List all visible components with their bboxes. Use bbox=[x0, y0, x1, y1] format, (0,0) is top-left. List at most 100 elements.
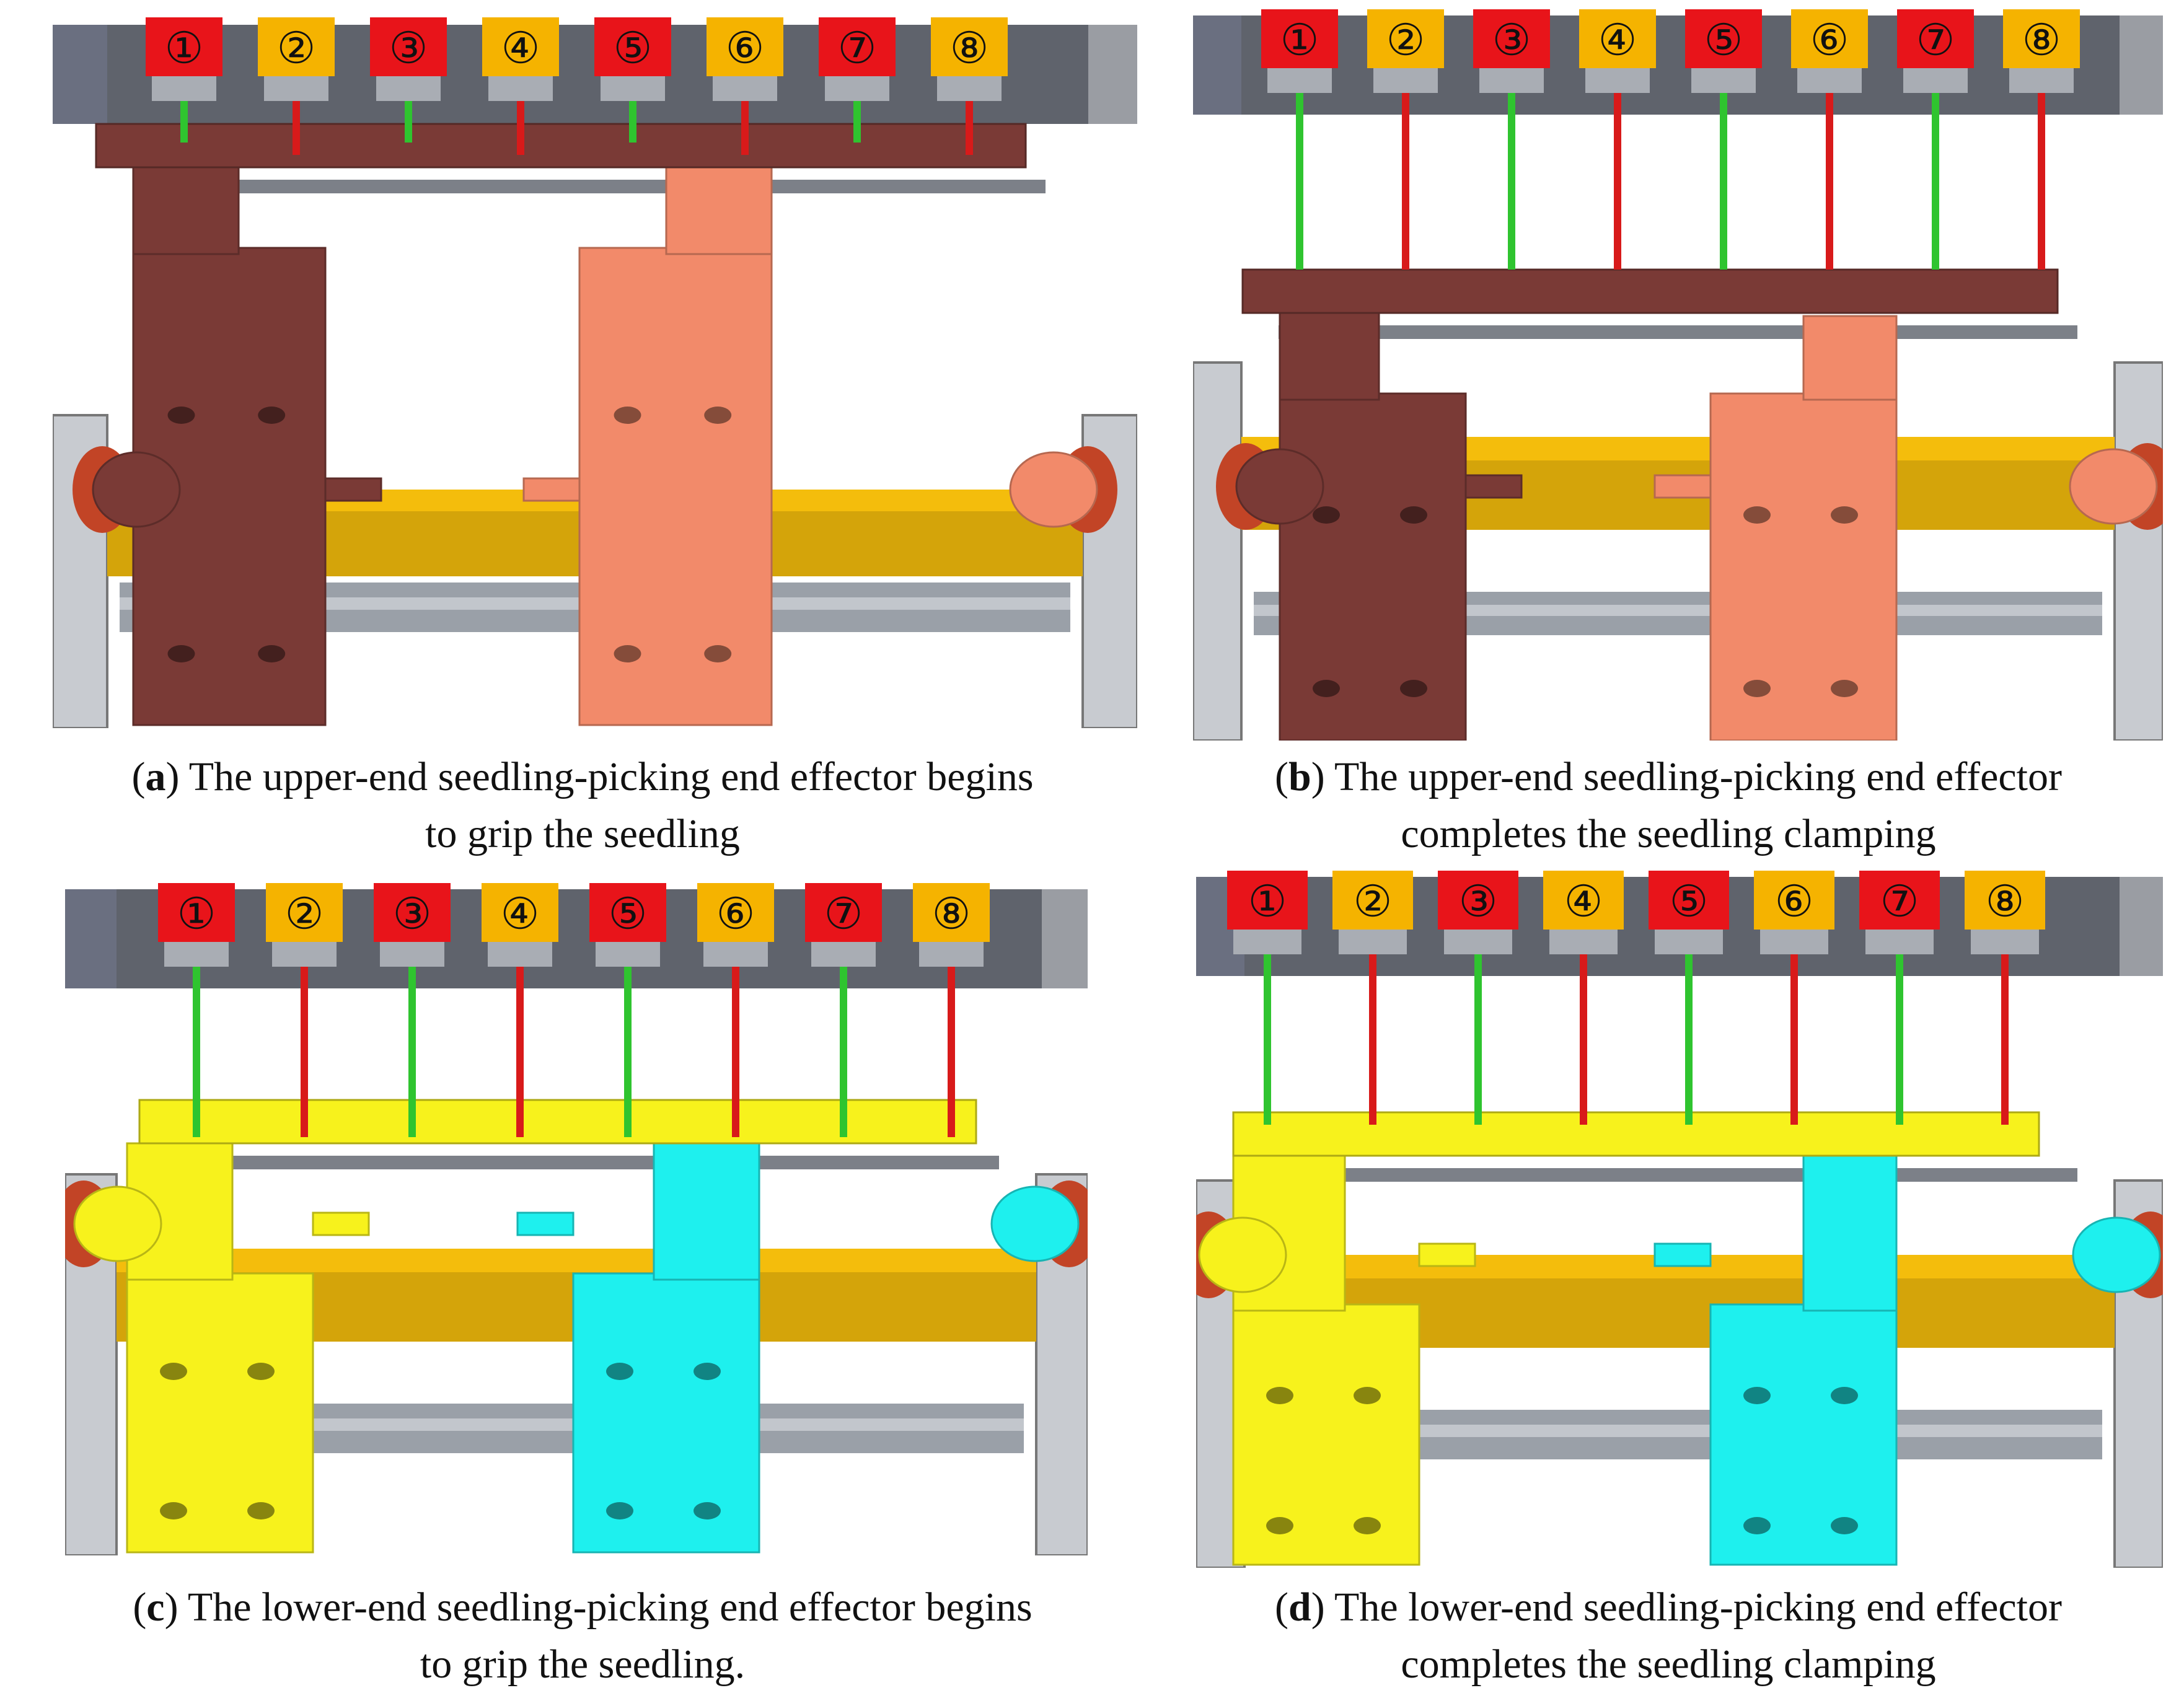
right-mount-hole bbox=[606, 1502, 633, 1519]
box-clip-4 bbox=[488, 76, 553, 101]
left-mount-hole bbox=[1400, 680, 1427, 697]
position-box-7 bbox=[1897, 9, 1974, 68]
seedling-rod-6 bbox=[1826, 68, 1833, 270]
position-label-3: ③ bbox=[393, 889, 432, 939]
right-mount-hole bbox=[1743, 680, 1771, 697]
box-clip-2 bbox=[1373, 68, 1438, 93]
position-box-4 bbox=[482, 883, 558, 942]
position-box-2 bbox=[1332, 871, 1413, 930]
right-mount-hole bbox=[1743, 1387, 1771, 1404]
cross-bar bbox=[95, 123, 1027, 169]
left-gripper-finger bbox=[312, 1211, 370, 1236]
box-clip-1 bbox=[164, 942, 229, 967]
position-label-8: ⑧ bbox=[932, 889, 971, 939]
left-end-cap bbox=[53, 25, 107, 124]
seedling-rod-4 bbox=[516, 942, 524, 1137]
seedling-rod-7 bbox=[1932, 68, 1939, 270]
right-mount-hole bbox=[1743, 1517, 1771, 1534]
position-box-1 bbox=[1227, 871, 1308, 930]
position-label-4: ④ bbox=[1564, 876, 1603, 927]
left-gripper-finger bbox=[1418, 1242, 1476, 1267]
box-clip-1 bbox=[1267, 68, 1332, 93]
right-wheel bbox=[2113, 361, 2163, 741]
left-end-cap bbox=[65, 889, 117, 988]
caption-c-line2: to grip the seedling. bbox=[420, 1642, 746, 1687]
right-gripper-knob bbox=[2072, 1216, 2161, 1293]
box-clip-2 bbox=[272, 942, 337, 967]
position-box-2 bbox=[266, 883, 343, 942]
position-label-7: ⑦ bbox=[824, 889, 863, 939]
right-mount-hole bbox=[694, 1502, 721, 1519]
box-clip-3 bbox=[1444, 930, 1512, 954]
box-clip-3 bbox=[1479, 68, 1544, 93]
seedling-rod-3 bbox=[1508, 68, 1515, 270]
box-clip-7 bbox=[825, 76, 889, 101]
left-mount-hole bbox=[1354, 1387, 1381, 1404]
box-clip-8 bbox=[1971, 930, 2039, 954]
left-gripper-knob bbox=[1235, 448, 1324, 525]
position-box-1 bbox=[158, 883, 235, 942]
left-mount-hole bbox=[160, 1363, 187, 1380]
left-mount-hole bbox=[247, 1502, 275, 1519]
right-gripper-knob bbox=[2069, 448, 2158, 525]
position-label-5: ⑤ bbox=[1704, 15, 1743, 66]
right-effector-arm bbox=[665, 151, 773, 255]
left-effector-arm bbox=[1279, 312, 1380, 401]
caption-b-line2: completes the seedling clamping bbox=[1401, 811, 1936, 856]
right-mount-hole bbox=[1831, 1517, 1858, 1534]
seedling-rod-2 bbox=[301, 942, 308, 1137]
cross-bar bbox=[1241, 268, 2059, 314]
position-box-8 bbox=[2003, 9, 2080, 68]
position-box-8 bbox=[913, 883, 990, 942]
right-end-cap bbox=[1042, 889, 1088, 988]
left-mount-hole bbox=[1313, 680, 1340, 697]
position-box-5 bbox=[1649, 871, 1729, 930]
position-label-1: ① bbox=[165, 23, 204, 74]
box-clip-7 bbox=[1865, 930, 1934, 954]
right-effector-arm bbox=[1802, 1154, 1898, 1312]
seedling-rod-1 bbox=[1264, 930, 1271, 1125]
caption-a-line2: to grip the seedling bbox=[425, 811, 740, 856]
position-box-6 bbox=[1791, 9, 1868, 68]
caption-d: (d) The lower-end seedling-picking end e… bbox=[1275, 1585, 2062, 1687]
position-box-3 bbox=[1438, 871, 1518, 930]
position-box-1 bbox=[146, 17, 222, 76]
seedling-rod-8 bbox=[2001, 930, 2009, 1125]
position-box-5 bbox=[589, 883, 666, 942]
left-mount-hole bbox=[1400, 506, 1427, 524]
left-mount-hole bbox=[1266, 1387, 1293, 1404]
position-label-1: ① bbox=[177, 889, 216, 939]
box-clip-5 bbox=[1655, 930, 1723, 954]
seedling-rod-6 bbox=[1790, 930, 1798, 1125]
box-clip-8 bbox=[919, 942, 984, 967]
cross-bar bbox=[1232, 1111, 2040, 1157]
left-effector-plate bbox=[126, 1272, 314, 1554]
left-gripper-knob bbox=[73, 1185, 162, 1262]
caption-d-label: d bbox=[1288, 1585, 1311, 1630]
caption-c: (c) The lower-end seedling-picking end e… bbox=[133, 1585, 1033, 1687]
right-mount-hole bbox=[606, 1363, 633, 1380]
left-mount-hole bbox=[1313, 506, 1340, 524]
caption-a-line1: The upper-end seedling-picking end effec… bbox=[188, 754, 1034, 799]
position-label-4: ④ bbox=[501, 23, 540, 74]
left-gripper-finger bbox=[324, 477, 382, 502]
position-label-5: ⑤ bbox=[609, 889, 648, 939]
position-box-7 bbox=[1859, 871, 1940, 930]
box-clip-6 bbox=[713, 76, 777, 101]
seedling-rod-4 bbox=[1580, 930, 1587, 1125]
position-box-7 bbox=[805, 883, 882, 942]
position-box-8 bbox=[931, 17, 1008, 76]
box-clip-8 bbox=[937, 76, 1002, 101]
right-gripper-finger bbox=[522, 477, 581, 502]
box-clip-8 bbox=[2009, 68, 2074, 93]
right-gripper-finger bbox=[1653, 1242, 1712, 1267]
right-mount-hole bbox=[1743, 506, 1771, 524]
left-mount-hole bbox=[247, 1363, 275, 1380]
